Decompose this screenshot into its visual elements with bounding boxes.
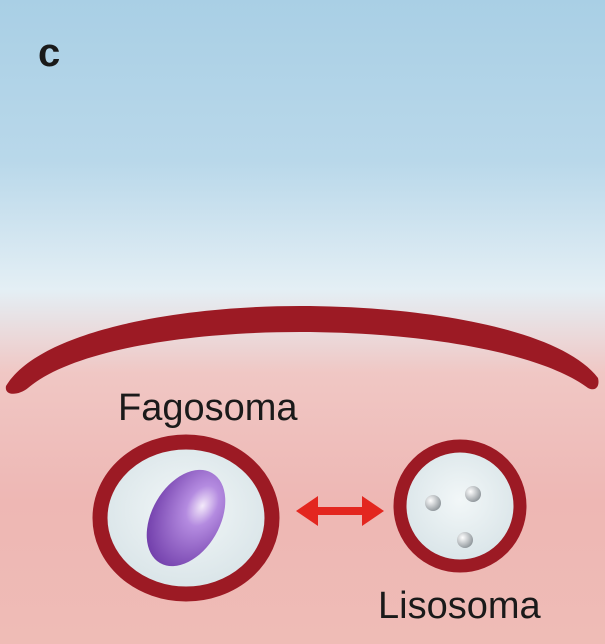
- lysosome-granule: [457, 532, 473, 548]
- cell-membrane: [6, 306, 599, 394]
- double-headed-arrow-icon: [296, 496, 384, 526]
- lysosome: [400, 446, 520, 566]
- panel-letter: c: [38, 31, 60, 75]
- phagosome-label: Fagosoma: [118, 387, 298, 429]
- lysosome-granule: [425, 495, 441, 511]
- lysosome-label: Lisosoma: [378, 585, 541, 627]
- lysosome-granule: [465, 486, 481, 502]
- phagosome: [100, 442, 272, 594]
